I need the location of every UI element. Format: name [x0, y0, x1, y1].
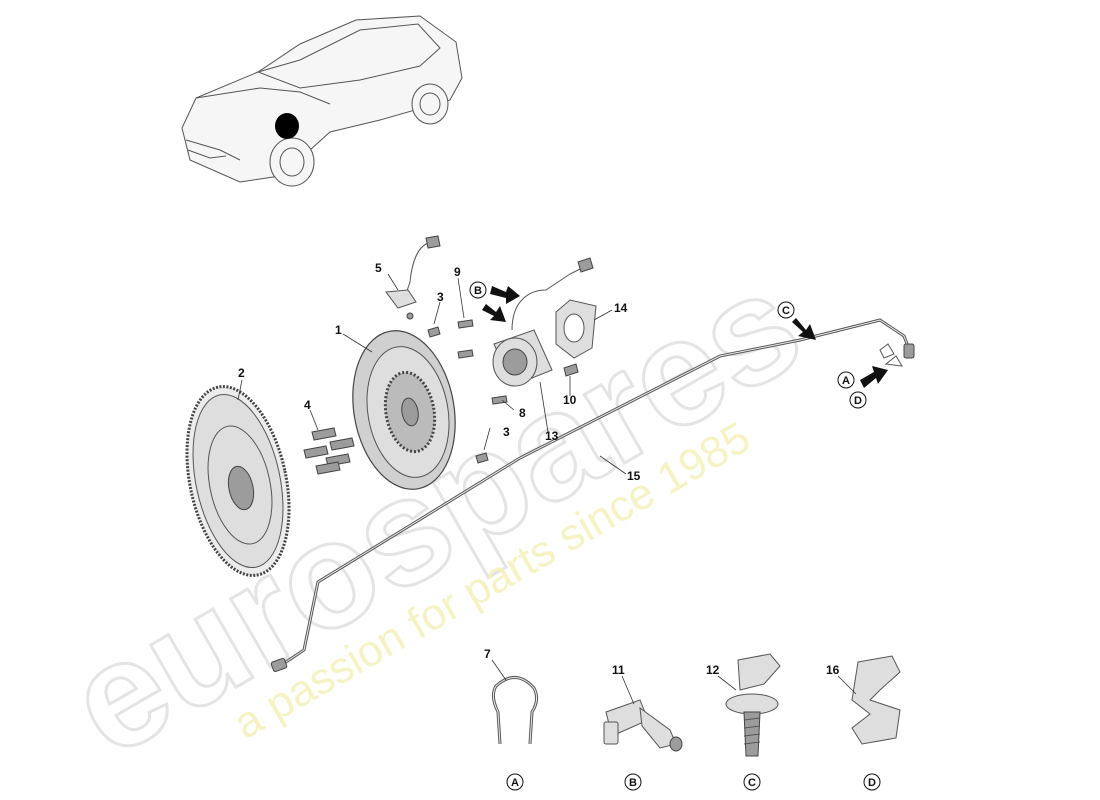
detail-connector: 11: [603, 663, 683, 752]
callout-14: 14: [614, 301, 628, 315]
callout-9: 9: [454, 265, 461, 279]
detail-pipe-clip: 16: [826, 655, 901, 745]
letter-c-main: C: [782, 305, 790, 317]
arrow-b-lower: [482, 304, 506, 322]
callout-7: 7: [484, 647, 491, 661]
bolt-3-upper: [427, 326, 441, 338]
callouts: 1 2 3 3 4 5 9 8 10 13 14 15: [238, 261, 641, 483]
fitting-10: [563, 363, 579, 377]
arrow-a-d: [860, 366, 888, 388]
letter-b-main: B: [474, 285, 482, 297]
letter-c-bottom: C: [748, 777, 756, 789]
letter-a-main: A: [842, 375, 850, 387]
callout-4: 4: [304, 398, 311, 412]
callout-16: 16: [826, 663, 840, 677]
callout-13: 13: [545, 429, 559, 443]
mounting-plate: [555, 299, 597, 359]
arrow-c: [792, 318, 816, 340]
callout-3-lower: 3: [503, 425, 510, 439]
detail-spring-clip: 7: [484, 647, 539, 745]
clutch-sensor: [385, 235, 441, 320]
arrow-b-upper: [490, 286, 520, 304]
clutch-assembly: [352, 330, 456, 490]
letter-a-bottom: A: [511, 777, 519, 789]
bolt-3-lower: [475, 452, 489, 464]
callout-8: 8: [519, 406, 526, 420]
watermark: eurospares a passion for parts since 198…: [41, 236, 828, 789]
flywheel: [185, 385, 291, 577]
leader-lines: [237, 273, 627, 475]
letter-d-main: D: [854, 395, 862, 407]
pipe-fitting-upper: [903, 343, 915, 359]
callout-5: 5: [375, 261, 382, 275]
bolt-upper-small: [457, 349, 474, 359]
bolt-9: [457, 319, 474, 329]
letter-b-bottom: B: [629, 777, 637, 789]
callout-15: 15: [627, 469, 641, 483]
location-marker: [275, 113, 299, 139]
reference-letters: B C A D: [469, 281, 867, 409]
watermark-brand: eurospares: [42, 238, 826, 788]
pipe-fitting-lower: [270, 657, 288, 673]
bolt-8: [491, 395, 508, 405]
callout-2: 2: [238, 366, 245, 380]
letter-d-bottom: D: [868, 777, 876, 789]
callout-12: 12: [706, 663, 720, 677]
detail-labels: A B C D: [506, 773, 881, 791]
flywheel-bolts: [303, 427, 355, 475]
callout-10: 10: [563, 393, 577, 407]
detail-pipe-clip-with-stud: 12: [706, 653, 781, 757]
callout-11: 11: [612, 663, 625, 677]
slave-cylinder: [492, 257, 594, 387]
callout-1: 1: [335, 323, 342, 337]
pipe-clip: [879, 343, 903, 367]
callout-3-upper: 3: [437, 290, 444, 304]
car-illustration: [181, 15, 463, 187]
